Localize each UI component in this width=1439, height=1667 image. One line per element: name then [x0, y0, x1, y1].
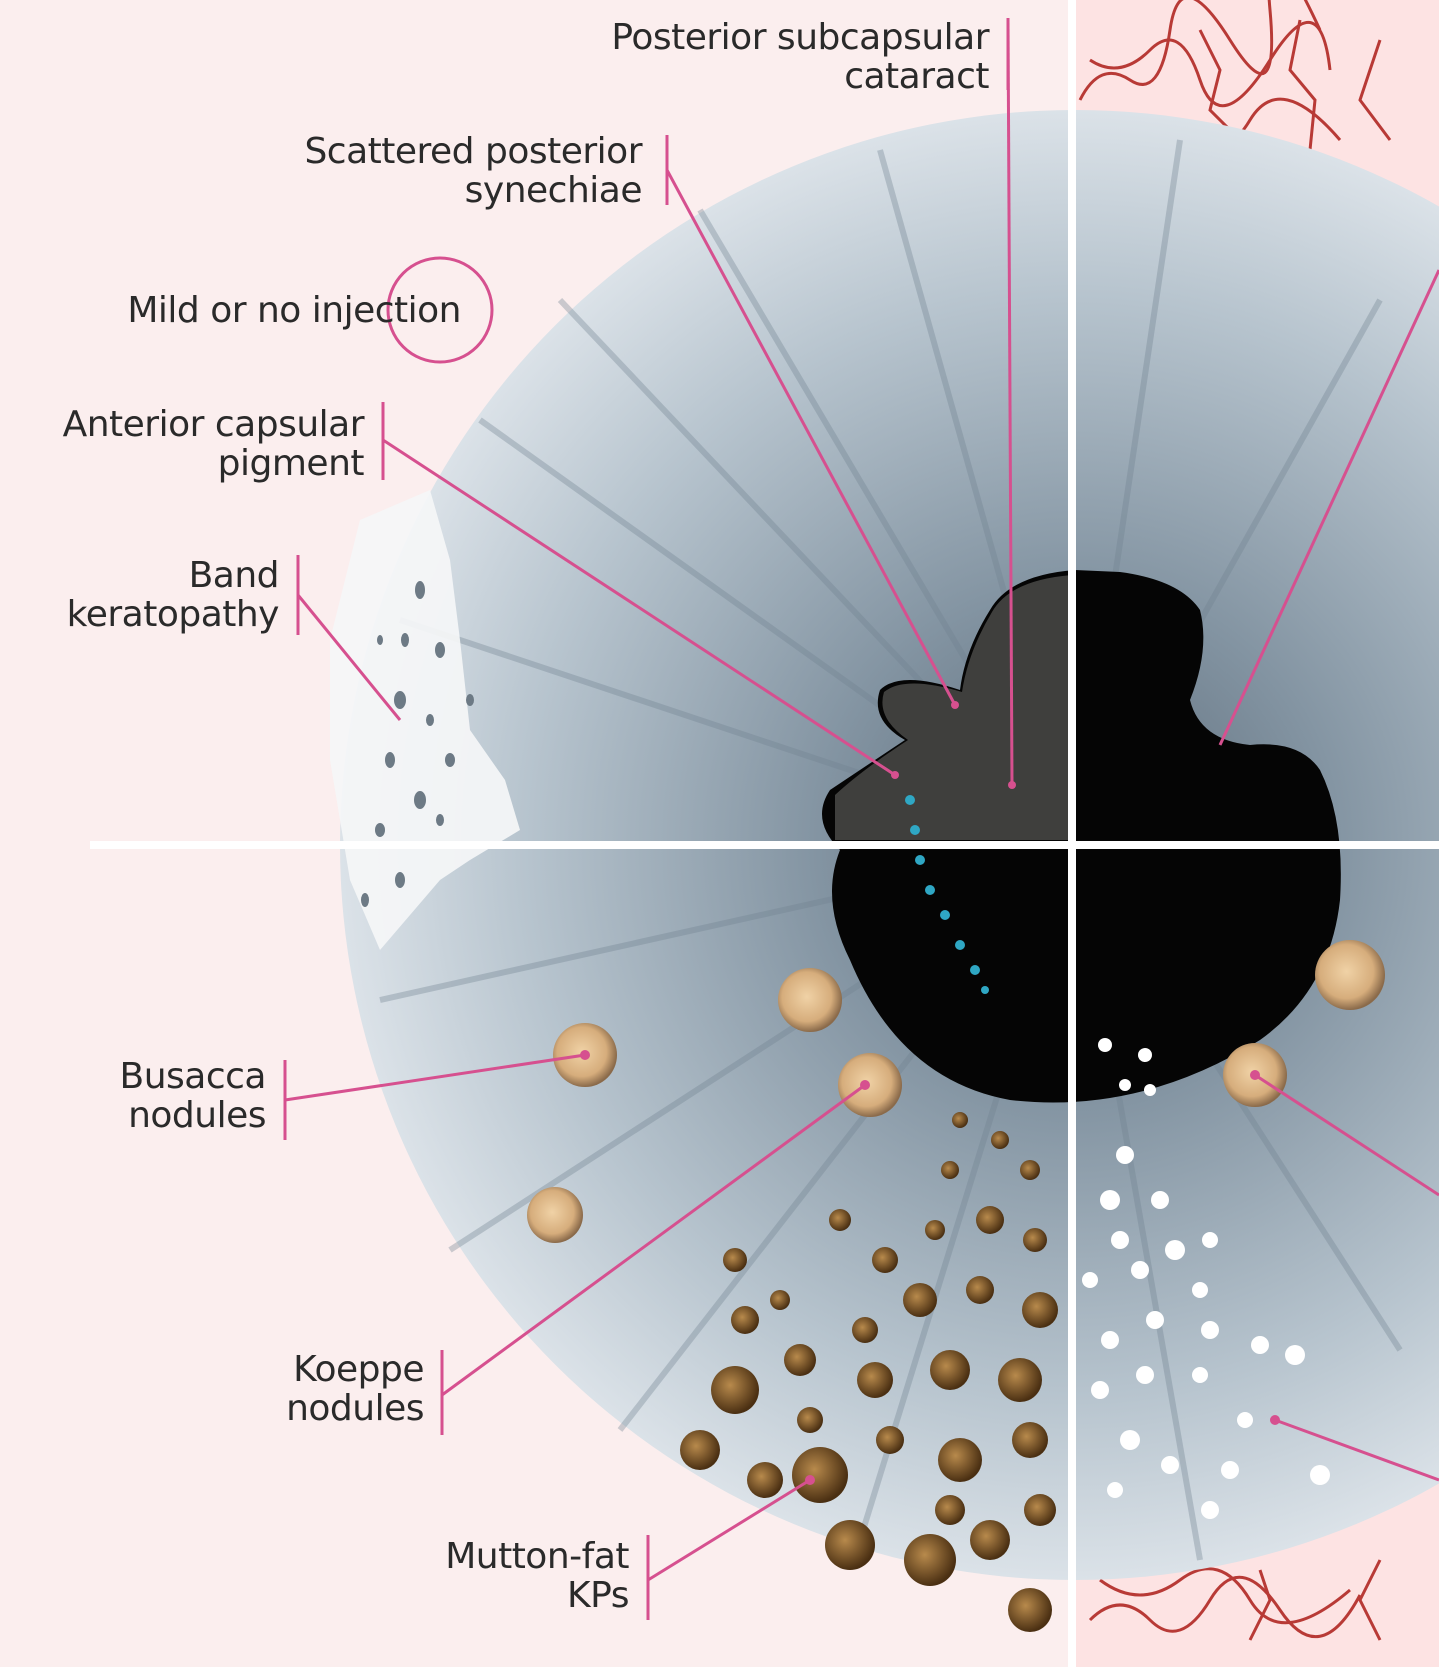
label-band-keratopathy: Band keratopathy — [67, 556, 279, 634]
label-text: Mutton-fat — [445, 1537, 629, 1576]
label-posterior-subcapsular-cataract: Posterior subcapsular cataract — [611, 18, 989, 96]
label-text: Anterior capsular — [63, 405, 364, 444]
label-scattered-posterior-synechiae: Scattered posterior synechiae — [304, 132, 642, 210]
label-text: nodules — [120, 1096, 266, 1135]
label-text: Mild or no injection — [127, 291, 461, 330]
label-text: cataract — [611, 57, 989, 96]
label-text: Posterior subcapsular — [611, 18, 989, 57]
label-text: Band — [67, 556, 279, 595]
label-busacca-nodules: Busacca nodules — [120, 1057, 266, 1135]
label-text: Scattered posterior — [304, 132, 642, 171]
label-text: keratopathy — [67, 595, 279, 634]
label-text: Busacca — [120, 1057, 266, 1096]
label-text: pigment — [63, 444, 364, 483]
label-text: KPs — [445, 1576, 629, 1615]
label-anterior-capsular-pigment: Anterior capsular pigment — [63, 405, 364, 483]
label-text: synechiae — [304, 171, 642, 210]
label-koeppe-nodules: Koeppe nodules — [286, 1350, 424, 1428]
label-mild-injection: Mild or no injection — [127, 291, 461, 330]
label-text: Koeppe — [286, 1350, 424, 1389]
label-mutton-fat-kps: Mutton-fat KPs — [445, 1537, 629, 1615]
label-text: nodules — [286, 1389, 424, 1428]
